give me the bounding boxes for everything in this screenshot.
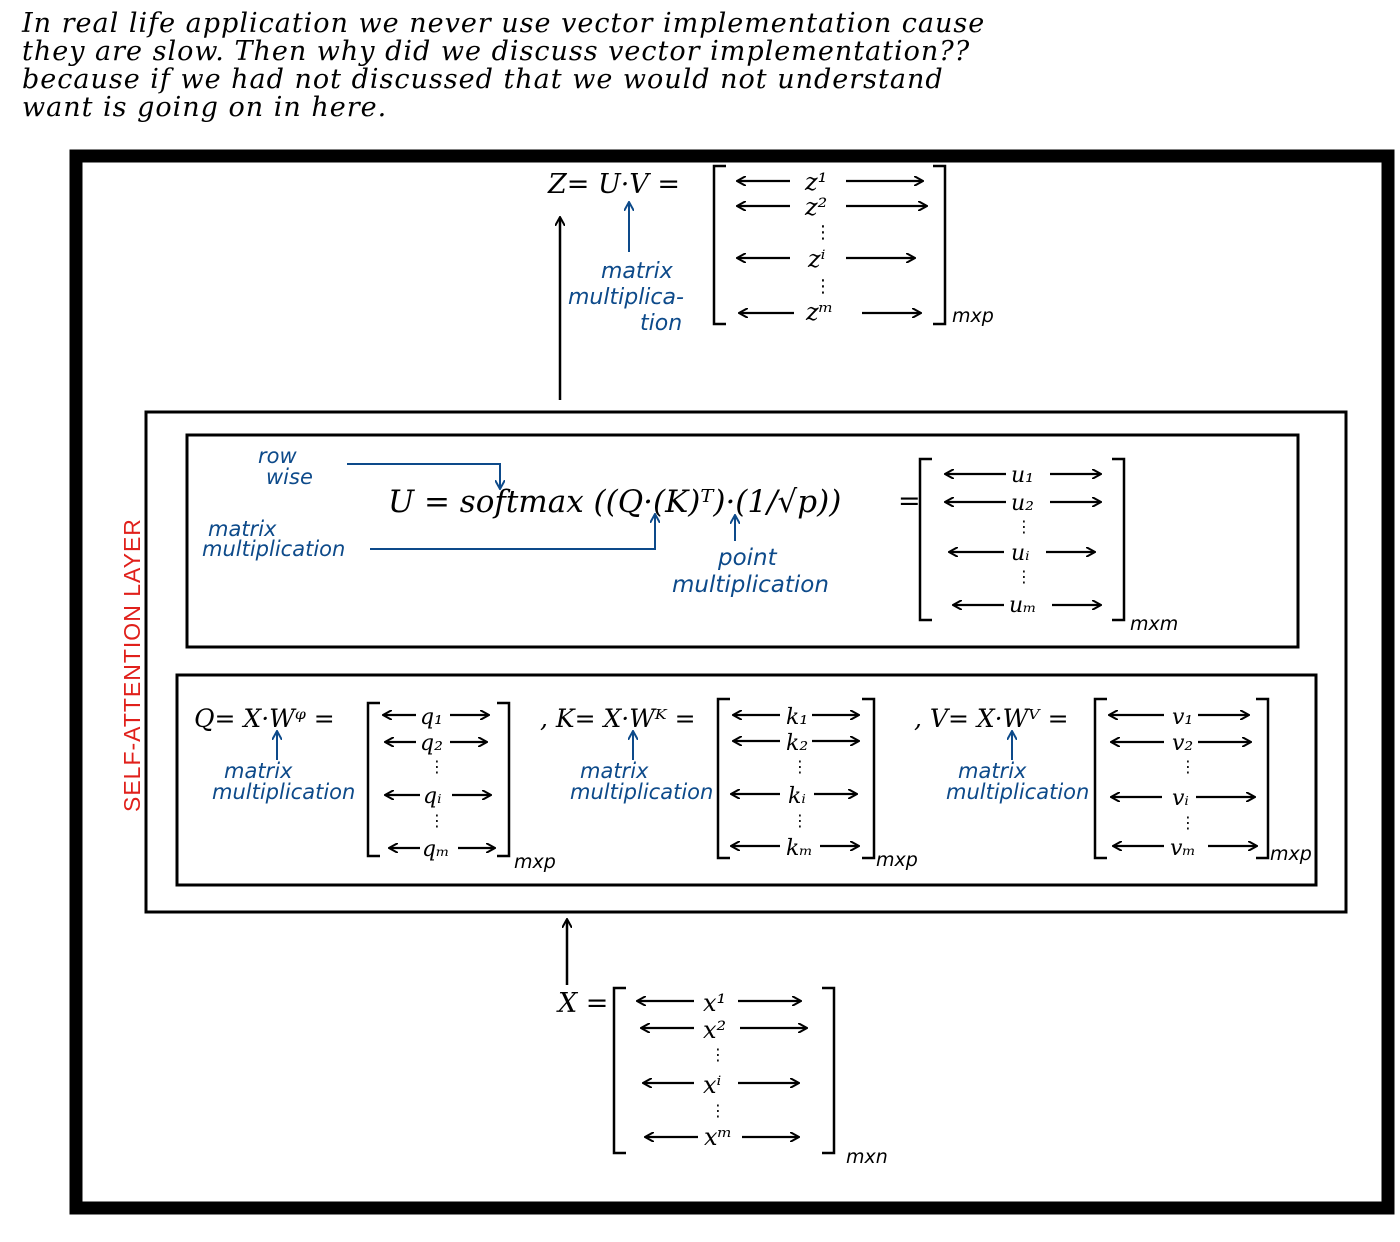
outer-frame — [69, 149, 1395, 1215]
value-equation: , V= X·Wⱽ = — [914, 704, 1069, 733]
value-row-2: v₂ — [1172, 731, 1193, 756]
output-annotation-line-3: tion — [640, 311, 682, 336]
output-annotation-line-1: matrix — [601, 259, 674, 284]
attention-equation: U = softmax ((Q·(K)ᵀ)·(1/√p)) — [388, 484, 841, 520]
key-annotation-1: matrix — [580, 759, 649, 783]
row-wise-arrow — [347, 463, 500, 488]
attention-matrix-bracket-left — [918, 457, 932, 622]
key-dim: mxp — [876, 849, 918, 871]
attention-row-1: u₁ — [1011, 463, 1034, 488]
output-annotation-line-2: multiplica- — [568, 285, 684, 310]
attention-row-m: uₘ — [1009, 593, 1037, 618]
layer-label: SELF-ATTENTION LAYER — [119, 518, 145, 812]
attention-row-2: u₂ — [1011, 491, 1034, 516]
attention-row-dots-1: ⋮ — [1016, 517, 1032, 536]
attention-matrix-bracket-right — [1112, 457, 1126, 622]
output-matrix-arrows — [738, 181, 926, 313]
value-matrix-arrows — [1110, 715, 1256, 846]
input-dim: mxn — [846, 1146, 888, 1168]
matmul-arrow — [370, 515, 655, 550]
key-row-dots-1: ⋮ — [792, 757, 808, 776]
point-mult-label-2: multiplication — [672, 572, 829, 598]
value-dim: mxp — [1270, 843, 1312, 865]
query-row-i: qᵢ — [423, 784, 442, 809]
input-row-1: x¹ — [703, 989, 726, 1017]
input-row-2: x² — [703, 1016, 726, 1044]
input-row-dots-1: ⋮ — [710, 1045, 726, 1064]
value-row-dots-1: ⋮ — [1180, 757, 1196, 776]
input-row-dots-2: ⋮ — [710, 1101, 726, 1120]
value-annotation-1: matrix — [958, 759, 1027, 783]
key-row-dots-2: ⋮ — [792, 811, 808, 830]
key-annotation-2: multiplication — [570, 780, 713, 804]
query-row-m: qₘ — [422, 837, 450, 862]
output-dim: mxp — [952, 305, 994, 327]
value-matrix-bracket-right — [1256, 697, 1270, 860]
key-equation: , K= X·Wᴷ = — [540, 704, 696, 733]
value-row-dots-2: ⋮ — [1180, 813, 1196, 832]
value-row-i: vᵢ — [1172, 786, 1189, 811]
value-annotation-2: multiplication — [946, 780, 1089, 804]
input-matrix-arrows — [638, 1001, 806, 1137]
query-equation: Q= X·Wᵠ = — [194, 704, 335, 733]
matmul-label-2: multiplication — [202, 537, 345, 561]
matmul-label-1: matrix — [208, 517, 277, 541]
output-matrix-bracket-left — [712, 164, 726, 326]
value-matrix-bracket-left — [1093, 697, 1107, 860]
query-dim: mxp — [514, 851, 556, 873]
qkv-equation-box — [175, 673, 1318, 887]
key-row-1: k₁ — [786, 705, 808, 730]
input-matrix-bracket-left — [612, 986, 626, 1155]
query-matrix-bracket-right — [497, 701, 511, 858]
key-row-m: kₘ — [786, 836, 813, 861]
query-annotation-1: matrix — [224, 759, 293, 783]
note-line-1: In real life application we never use ve… — [22, 8, 986, 39]
attention-matrix-arrows — [946, 474, 1100, 605]
key-row-2: k₂ — [786, 731, 808, 756]
value-row-m: vₘ — [1170, 836, 1196, 861]
key-matrix-bracket-left — [716, 697, 730, 860]
point-mult-label-1: point — [717, 545, 778, 571]
input-row-i: xⁱ — [703, 1071, 722, 1099]
output-row-2: z² — [804, 193, 827, 221]
attention-equation-box — [185, 433, 1300, 649]
attention-equals: = — [898, 486, 921, 517]
key-matrix-bracket-right — [862, 697, 876, 860]
output-equation: Z= U·V = — [547, 169, 680, 200]
query-matrix-arrows — [384, 715, 494, 848]
key-group: , K= X·Wᴷ = matrix multiplication k₁ k₂ … — [540, 697, 918, 871]
output-matrix-bracket-right — [933, 164, 947, 326]
output-row-i: zⁱ — [807, 245, 826, 273]
query-matrix-bracket-left — [366, 701, 380, 858]
query-annotation-2: multiplication — [212, 780, 355, 804]
query-row-2: q₂ — [420, 731, 443, 756]
query-group: Q= X·Wᵠ = matrix multiplication q₁ q₂ ⋮ … — [194, 701, 556, 873]
output-row-m: zᵐ — [805, 298, 833, 326]
input-matrix-bracket-right — [822, 986, 836, 1155]
output-row-dots-1: ⋮ — [814, 222, 832, 243]
note-line-3: because if we had not discussed that we … — [22, 64, 944, 95]
key-matrix-arrows — [732, 715, 858, 846]
query-row-dots-2: ⋮ — [429, 811, 445, 830]
input-equation: X = — [556, 988, 608, 1019]
attention-dim: mxm — [1130, 613, 1178, 635]
output-row-dots-2: ⋮ — [814, 276, 832, 297]
attention-row-i: uᵢ — [1011, 541, 1030, 566]
row-wise-label-1: row — [258, 444, 297, 468]
query-row-dots-1: ⋮ — [429, 757, 445, 776]
top-note: In real life application we never use ve… — [22, 10, 1282, 122]
self-attention-layer-box — [144, 410, 1348, 914]
key-row-i: kᵢ — [788, 784, 806, 809]
note-line-4: want is going on in here. — [22, 92, 388, 123]
value-group: , V= X·Wⱽ = matrix multiplication v₁ v₂ … — [914, 697, 1312, 865]
output-row-1: z¹ — [804, 168, 827, 196]
query-row-1: q₁ — [420, 705, 443, 730]
attention-row-dots-2: ⋮ — [1016, 567, 1032, 586]
input-row-m: xᵐ — [704, 1123, 732, 1151]
value-row-1: v₁ — [1172, 705, 1193, 730]
row-wise-label-2: wise — [266, 465, 313, 489]
note-line-2: they are slow. Then why did we discuss v… — [22, 36, 971, 67]
